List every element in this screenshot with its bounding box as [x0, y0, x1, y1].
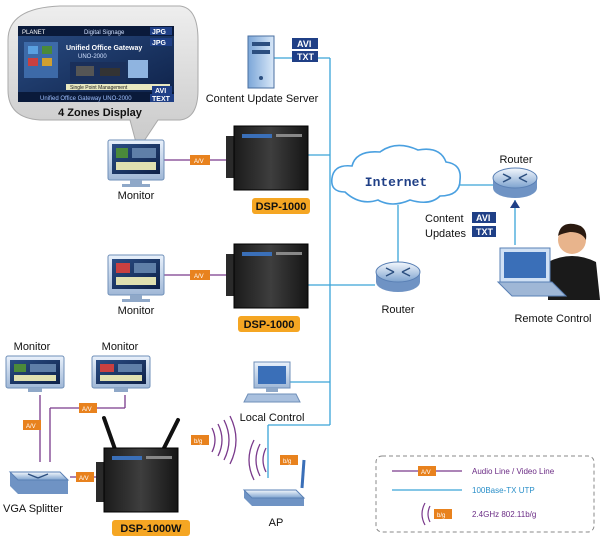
local-control: Local Control — [240, 361, 305, 424]
av-tag-3-text: A/V — [82, 407, 92, 413]
legend-tag-av: A/V — [421, 470, 431, 476]
remote-control-label: Remote Control — [514, 313, 591, 325]
screen-brand: PLANET — [22, 30, 46, 36]
av-tag-2 — [190, 270, 210, 280]
dsp-3-label: DSP-1000W — [120, 523, 182, 535]
server-tag-avi: AVI — [297, 39, 311, 49]
screen-tag-jpg-top: JPG — [152, 29, 167, 36]
screen-tag-jpg-mid: JPG — [152, 40, 167, 47]
wifi-waves-dsp-icon — [211, 415, 237, 465]
dsp-2-label: DSP-1000 — [244, 319, 295, 331]
access-point: AP — [242, 459, 306, 529]
legend-text-wifi: 2.4GHz 802.11b/g — [472, 510, 536, 519]
legend-tag-bg: b/g — [437, 513, 445, 519]
wifi-waves-ap-icon — [248, 439, 267, 481]
internet-label: Internet — [365, 175, 427, 190]
av-tag-4 — [23, 420, 41, 430]
av-tag-1-text: A/V — [194, 159, 204, 165]
screen-footer: Single Point Management — [70, 85, 128, 91]
screen-model: UNO-2000 — [78, 54, 107, 60]
av-tag-5-text: A/V — [79, 476, 89, 482]
remote-control: Remote Control — [496, 223, 600, 325]
av-tag-1 — [190, 155, 210, 165]
dsp-1-label: DSP-1000 — [256, 201, 307, 213]
av-tag-5 — [76, 472, 94, 482]
ap-label: AP — [269, 517, 284, 529]
bubble-title: 4 Zones Display — [58, 107, 143, 119]
av-lines — [39, 159, 226, 478]
screen-bottom: Unified Office Gateway UNO-2000 — [40, 96, 132, 102]
screen-heading: Unified Office Gateway — [66, 45, 142, 52]
bg-tag-1 — [191, 435, 209, 445]
router-right: Router — [492, 154, 538, 198]
monitor-3: Monitor — [5, 341, 65, 392]
router-right-label: Router — [499, 154, 532, 166]
screen-top-title: Digital Signage — [84, 30, 125, 36]
server-label: Content Update Server — [206, 93, 319, 105]
dsp-1000-1: DSP-1000 — [226, 125, 310, 214]
legend-text-av: Audio Line / Video Line — [472, 467, 555, 476]
zones-display-bubble: PLANET Digital Signage JPG Unified Offic… — [7, 5, 199, 152]
router-center: Router — [375, 261, 421, 316]
legend: A/V Audio Line / Video Line 100Base-TX U… — [375, 455, 595, 533]
content-updates: Content Updates AVI TXT — [425, 212, 496, 240]
router-center-label: Router — [381, 304, 414, 316]
local-control-label: Local Control — [240, 412, 305, 424]
monitor-1-label: Monitor — [118, 190, 155, 202]
monitor-4: Monitor — [91, 341, 151, 392]
screen-tag-avi: AVI — [155, 88, 166, 95]
screen-tag-text: TEXT — [152, 96, 171, 103]
monitor-2-label: Monitor — [118, 305, 155, 317]
av-tag-2-text: A/V — [194, 274, 204, 280]
internet-cloud: Internet — [330, 144, 462, 205]
updates-tag-avi: AVI — [476, 213, 490, 223]
dsp-1000w: DSP-1000W — [96, 416, 190, 536]
server-tag-txt: TXT — [297, 52, 315, 62]
monitor-2: Monitor — [107, 254, 165, 317]
av-tag-4-text: A/V — [26, 424, 36, 430]
legend-text-utp: 100Base-TX UTP — [472, 486, 535, 495]
bg-tag-2-text: b/g — [283, 459, 291, 465]
update-arrow-icon — [510, 200, 520, 208]
monitor-3-label: Monitor — [14, 341, 51, 353]
vga-splitter: VGA Splitter — [3, 471, 70, 515]
content-updates-line1: Content — [425, 213, 464, 225]
content-updates-line2: Updates — [425, 228, 466, 240]
dsp-1000-2: DSP-1000 — [226, 243, 309, 332]
monitor-1: Monitor — [107, 139, 165, 202]
monitor-4-label: Monitor — [102, 341, 139, 353]
content-update-server: AVI TXT Content Update Server — [206, 35, 319, 105]
bg-tag-2 — [280, 455, 298, 465]
updates-tag-txt: TXT — [476, 227, 494, 237]
vga-splitter-label: VGA Splitter — [3, 503, 63, 515]
av-tag-3 — [79, 403, 97, 413]
legend-wifi-icon — [421, 502, 431, 526]
bg-tag-1-text: b/g — [194, 439, 202, 445]
